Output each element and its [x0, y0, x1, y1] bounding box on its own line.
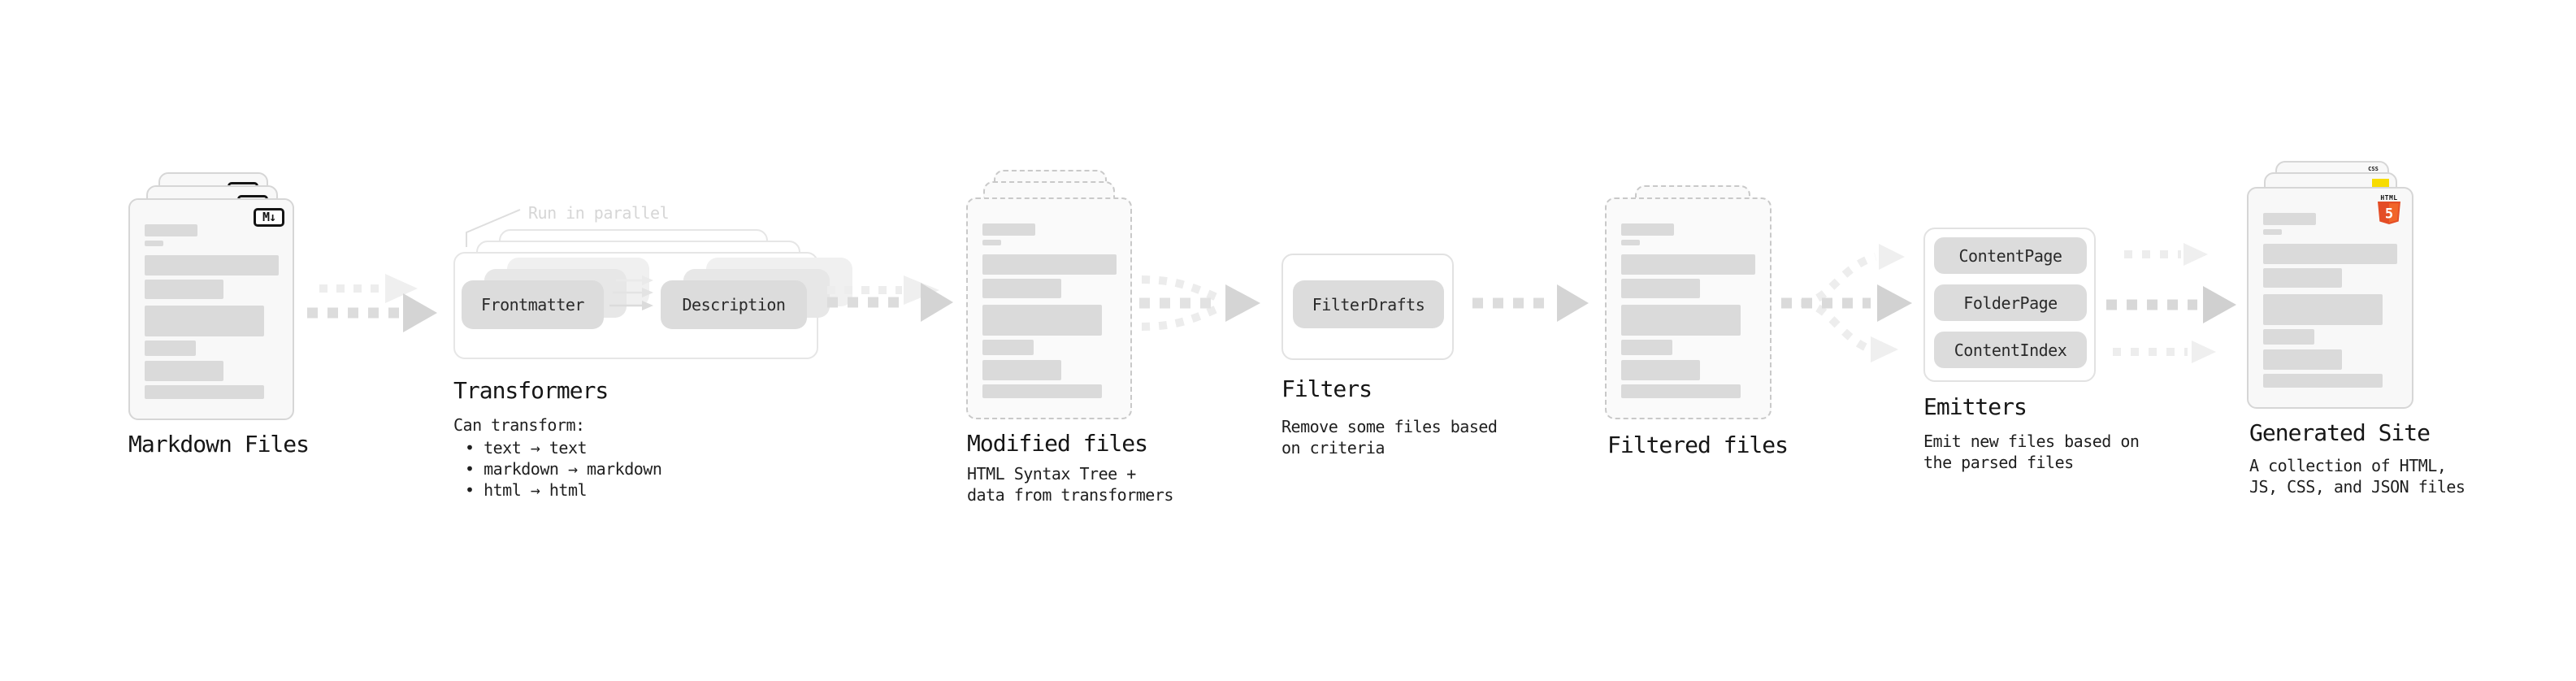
content-bar: [1621, 384, 1741, 398]
content-bar: [982, 240, 1001, 245]
generated-site-description: A collection of HTML, JS, CSS, and JSON …: [2249, 455, 2465, 497]
modified-files-description-line1: HTML Syntax Tree +: [967, 464, 1136, 484]
filters-description-line2: on criteria: [1281, 438, 1385, 458]
content-bar: [145, 255, 279, 275]
content-bar: [145, 361, 223, 381]
content-bar: [2263, 374, 2383, 388]
emitters-description-line1: Emit new files based on: [1923, 432, 2140, 451]
generated-html-page: HTML 5: [2247, 187, 2413, 409]
content-bar: [1621, 240, 1640, 245]
bullet-markdown-to-markdown: • markdown → markdown: [465, 459, 662, 479]
content-bar: [982, 254, 1117, 275]
html5-logo-word: HTML: [2380, 194, 2398, 202]
content-bar: [982, 384, 1102, 398]
arrow-modified-to-filters: [1139, 275, 1260, 331]
arrow-emitters-to-generated: [2106, 243, 2236, 363]
generated-site-description-line1: A collection of HTML,: [2249, 456, 2447, 475]
content-bar: [1621, 279, 1700, 298]
content-bar: [145, 385, 264, 399]
filterdrafts-pill: FilterDrafts: [1293, 280, 1444, 328]
filtered-files-label: Filtered files: [1607, 432, 1789, 458]
content-bar: [145, 340, 196, 356]
content-bar: [2263, 229, 2282, 235]
content-bar: [1621, 340, 1672, 355]
frontmatter-pill: Frontmatter: [462, 280, 604, 329]
content-bar: [1621, 305, 1741, 336]
bullet-html-to-html: • html → html: [465, 480, 588, 500]
content-bar: [2263, 329, 2314, 345]
description-pill: Description: [661, 280, 807, 329]
arrow-filtered-to-emitters: [1781, 244, 1912, 362]
content-bar: [982, 340, 1034, 355]
content-bar: [2263, 213, 2316, 225]
content-bar: [982, 305, 1102, 336]
contentindex-pill: ContentIndex: [1934, 332, 2087, 368]
modified-file-page-front: [966, 197, 1132, 419]
markdown-logo-icon: M↓: [254, 208, 284, 227]
content-bar: [1621, 223, 1674, 236]
bullet-text-to-text: • text → text: [465, 438, 588, 458]
content-bar: [2263, 294, 2383, 325]
arrow-filters-to-filtered: [1472, 284, 1589, 322]
modified-files-label: Modified files: [967, 430, 1148, 457]
parallel-arrows-icon: [609, 275, 653, 310]
filters-label: Filters: [1281, 375, 1373, 402]
markdown-file-page-front: M↓: [128, 198, 294, 420]
filters-description-line1: Remove some files based: [1281, 417, 1498, 436]
run-in-parallel-note: Run in parallel: [528, 203, 670, 223]
content-bar: [982, 223, 1035, 236]
css-icon-label: CSS: [2368, 166, 2379, 172]
run-in-parallel-leader-line: [466, 209, 521, 247]
content-bar: [145, 280, 223, 299]
emitters-label: Emitters: [1923, 393, 2027, 420]
content-bar: [145, 241, 163, 246]
modified-files-description: HTML Syntax Tree + data from transformer…: [967, 463, 1173, 505]
filters-description: Remove some files based on criteria: [1281, 416, 1498, 458]
content-bar: [982, 360, 1061, 380]
modified-files-description-line2: data from transformers: [967, 485, 1173, 505]
content-bar: [145, 306, 264, 336]
content-bar: [2263, 349, 2342, 370]
js-file-icon: [2372, 179, 2389, 189]
content-bar: [1621, 254, 1755, 275]
svg-text:5: 5: [2385, 206, 2393, 223]
content-bar: [145, 224, 197, 236]
transformers-label: Transformers: [453, 377, 609, 404]
generated-site-description-line2: JS, CSS, and JSON files: [2249, 477, 2465, 497]
generated-site-label: Generated Site: [2249, 419, 2431, 446]
contentpage-pill: ContentPage: [1934, 237, 2087, 274]
arrow-markdown-to-transformers: [307, 274, 437, 332]
html5-shield: 5: [2378, 202, 2400, 224]
filtered-file-page-front: [1605, 197, 1772, 419]
content-bar: [2263, 268, 2342, 288]
content-bar: [2263, 244, 2397, 264]
html5-logo-icon: HTML 5: [2376, 194, 2402, 228]
emitters-description-line2: the parsed files: [1923, 453, 2074, 472]
transformers-bullet-list: • text → text • markdown → markdown • ht…: [465, 437, 662, 501]
content-bar: [1621, 360, 1700, 380]
folderpage-pill: FolderPage: [1934, 284, 2087, 321]
transformers-description: Can transform:: [453, 415, 585, 435]
arrow-transformers-to-modified: [827, 275, 953, 322]
emitters-description: Emit new files based on the parsed files: [1923, 431, 2140, 473]
content-bar: [982, 279, 1061, 298]
markdown-files-label: Markdown Files: [128, 431, 310, 458]
